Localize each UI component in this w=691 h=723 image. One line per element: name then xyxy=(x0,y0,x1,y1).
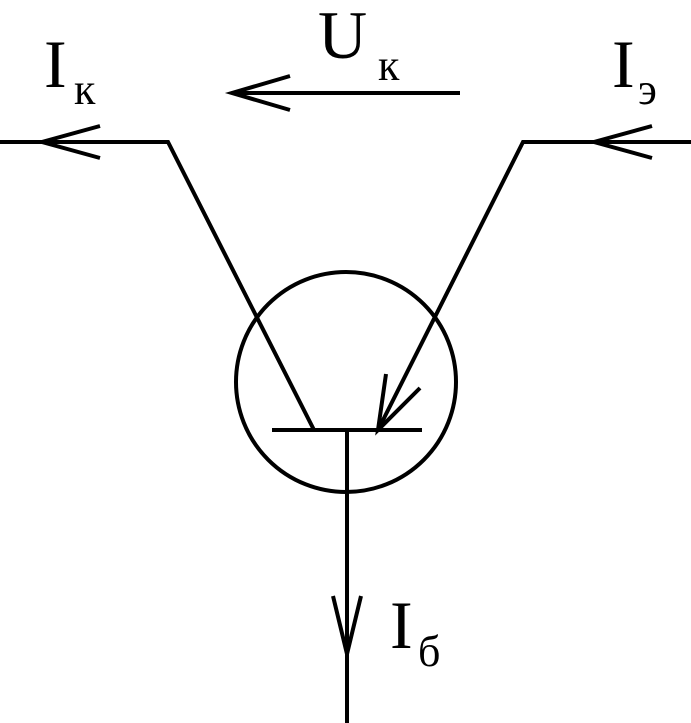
collector-voltage-symbol: U xyxy=(318,0,367,73)
collector-voltage-subscript: к xyxy=(378,41,400,90)
emitter-current-symbol: I xyxy=(612,26,635,102)
voltage-arrow-head xyxy=(224,74,291,112)
base-current-label: I б xyxy=(390,587,440,676)
collector-current-subscript: к xyxy=(74,65,96,114)
emitter-lead xyxy=(376,140,691,431)
collector-current-symbol: I xyxy=(44,26,67,102)
base-wire xyxy=(331,430,363,723)
collector-wire xyxy=(0,124,316,431)
emitter-arrow-head xyxy=(375,373,422,436)
emitter-wire xyxy=(375,124,691,436)
emitter-current-label: I э xyxy=(612,26,657,114)
collector-voltage-label: U к xyxy=(318,0,400,90)
voltage-arrow xyxy=(224,74,460,112)
base-current-subscript: б xyxy=(418,627,440,676)
base-current-arrow-head xyxy=(331,595,363,655)
collector-lead xyxy=(0,140,316,431)
collector-current-label: I к xyxy=(44,26,96,114)
base-current-symbol: I xyxy=(390,587,413,663)
collector-current-arrow-head xyxy=(34,124,101,160)
emitter-current-arrow-head xyxy=(586,124,653,160)
emitter-current-subscript: э xyxy=(638,65,657,114)
